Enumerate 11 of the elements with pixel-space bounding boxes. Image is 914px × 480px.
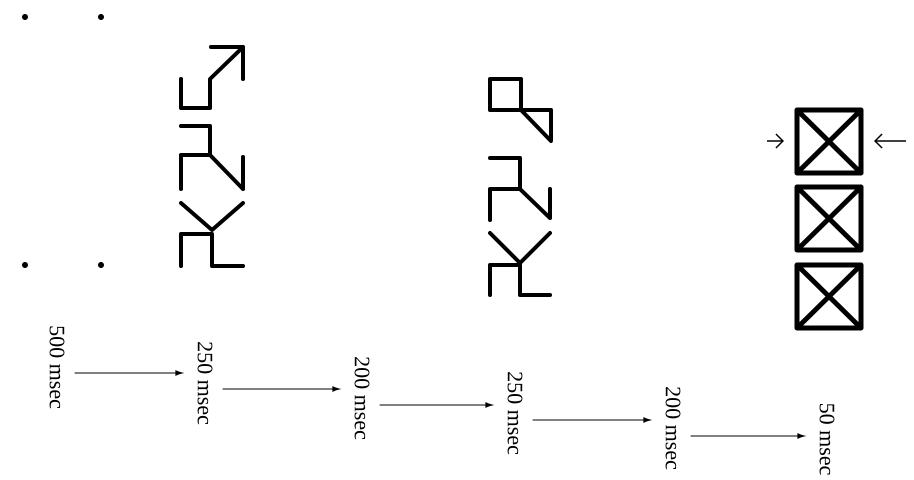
arrow bbox=[222, 386, 340, 392]
duration-label: 250 msec bbox=[508, 372, 522, 454]
arrow bbox=[690, 433, 805, 439]
arrow bbox=[532, 417, 651, 423]
arrow bbox=[74, 370, 183, 376]
duration-label: 50 msec bbox=[820, 404, 834, 475]
arrow bbox=[379, 402, 493, 408]
duration-label: 200 msec bbox=[666, 387, 680, 470]
duration-label: 500 msec bbox=[50, 326, 64, 408]
duration-label: 250 msec bbox=[198, 342, 212, 424]
duration-label: 200 msec bbox=[354, 357, 370, 440]
